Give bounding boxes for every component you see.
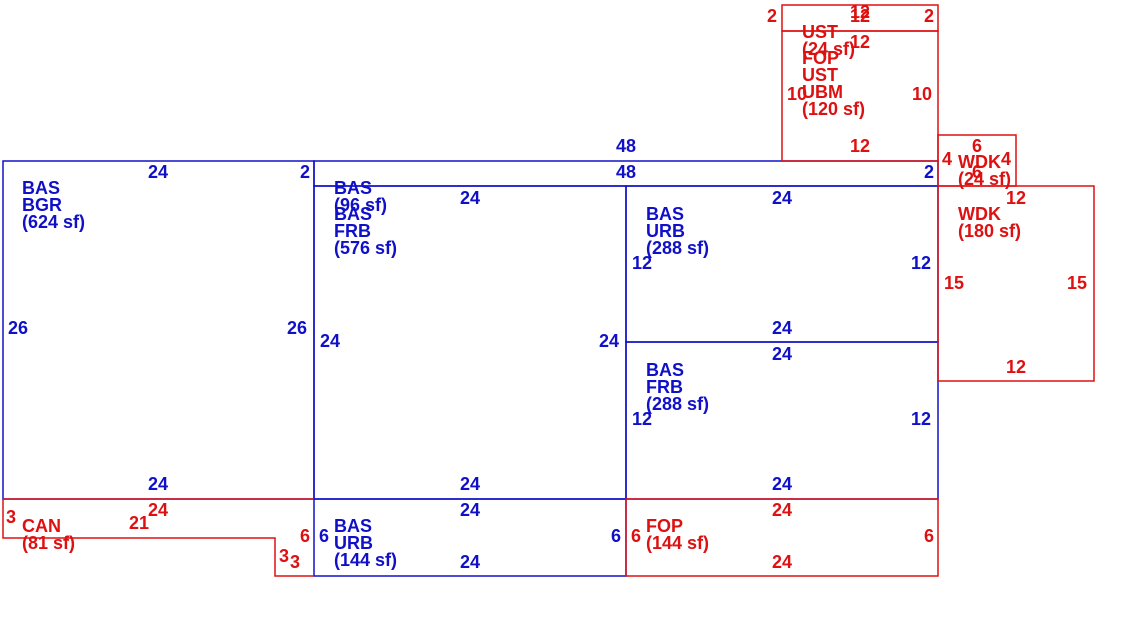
dimension-label: 12 <box>1006 188 1026 208</box>
dimension-label: 12 <box>911 253 931 273</box>
dimension-label: 6 <box>924 526 934 546</box>
dimension-label: 6 <box>300 526 310 546</box>
dimension-label: 24 <box>772 344 792 364</box>
dimension-label: 24 <box>460 188 480 208</box>
dimension-label: 26 <box>8 318 28 338</box>
area-label-wdk-180: WDK(180 sf) <box>958 204 1021 241</box>
dimension-label: 21 <box>129 513 149 533</box>
dimension-labels: 24 2 26 26 24 48 48 24 24 24 24 24 2 12 … <box>6 2 1087 572</box>
dimension-label: 3 <box>279 546 289 566</box>
dimension-label: 6 <box>319 526 329 546</box>
wdk-180-outline <box>937 185 1095 382</box>
dimension-label: 2 <box>300 162 310 182</box>
dimension-label: 3 <box>290 552 300 572</box>
area-label-ust-24: UST(24 sf) <box>802 22 855 59</box>
area-label-wdk-24: WDK(24 sf) <box>958 152 1011 189</box>
dimension-label: 26 <box>287 318 307 338</box>
dimension-label: 10 <box>912 84 932 104</box>
addition-outlines <box>2 4 1095 577</box>
dimension-label: 48 <box>616 136 636 156</box>
dimension-label: 15 <box>944 273 964 293</box>
dimension-label: 2 <box>924 6 934 26</box>
dimension-label: 12 <box>632 409 652 429</box>
dimension-label: 4 <box>942 149 952 169</box>
dimension-label: 2 <box>767 6 777 26</box>
dimension-label: 12 <box>632 253 652 273</box>
dimension-label: 4 <box>1001 149 1011 169</box>
dimension-label: 24 <box>772 474 792 494</box>
dimension-label: 24 <box>460 500 480 520</box>
dimension-label: 6 <box>611 526 621 546</box>
dimension-label: 6 <box>972 136 982 156</box>
dimension-label: 2 <box>924 162 934 182</box>
dimension-label: 12 <box>911 409 931 429</box>
dimension-label: 24 <box>148 500 168 520</box>
dimension-label: 12 <box>850 136 870 156</box>
fop-ust-ubm-outline <box>781 30 939 162</box>
dimension-label: 24 <box>772 552 792 572</box>
dimension-label: 3 <box>6 507 16 527</box>
dimension-label: 48 <box>616 162 636 182</box>
dimension-label: 12 <box>850 32 870 52</box>
dimension-label: 6 <box>631 526 641 546</box>
can-outline <box>2 499 314 577</box>
area-label-bas-96: BAS(96 sf) <box>334 178 387 215</box>
dimension-label: 15 <box>1067 273 1087 293</box>
dimension-label: 10 <box>787 84 807 104</box>
dimension-label: 24 <box>772 318 792 338</box>
area-label-fop-144: FOP(144 sf) <box>646 516 709 553</box>
dimension-label: 12 <box>850 6 870 26</box>
dimension-label: 24 <box>460 474 480 494</box>
dimension-label: 24 <box>599 331 619 351</box>
fop-144-outline <box>625 498 939 577</box>
dimension-label: 24 <box>772 500 792 520</box>
dimension-label: 24 <box>148 474 168 494</box>
dimension-label: 12 <box>1006 357 1026 377</box>
dimension-label: 24 <box>148 162 168 182</box>
dimension-label: 24 <box>460 552 480 572</box>
dimension-label: 24 <box>772 188 792 208</box>
dimension-label: 12 <box>850 2 870 22</box>
area-label-can: CAN(81 sf) <box>22 516 75 553</box>
dimension-label: 6 <box>972 162 982 182</box>
dimension-label: 24 <box>320 331 340 351</box>
